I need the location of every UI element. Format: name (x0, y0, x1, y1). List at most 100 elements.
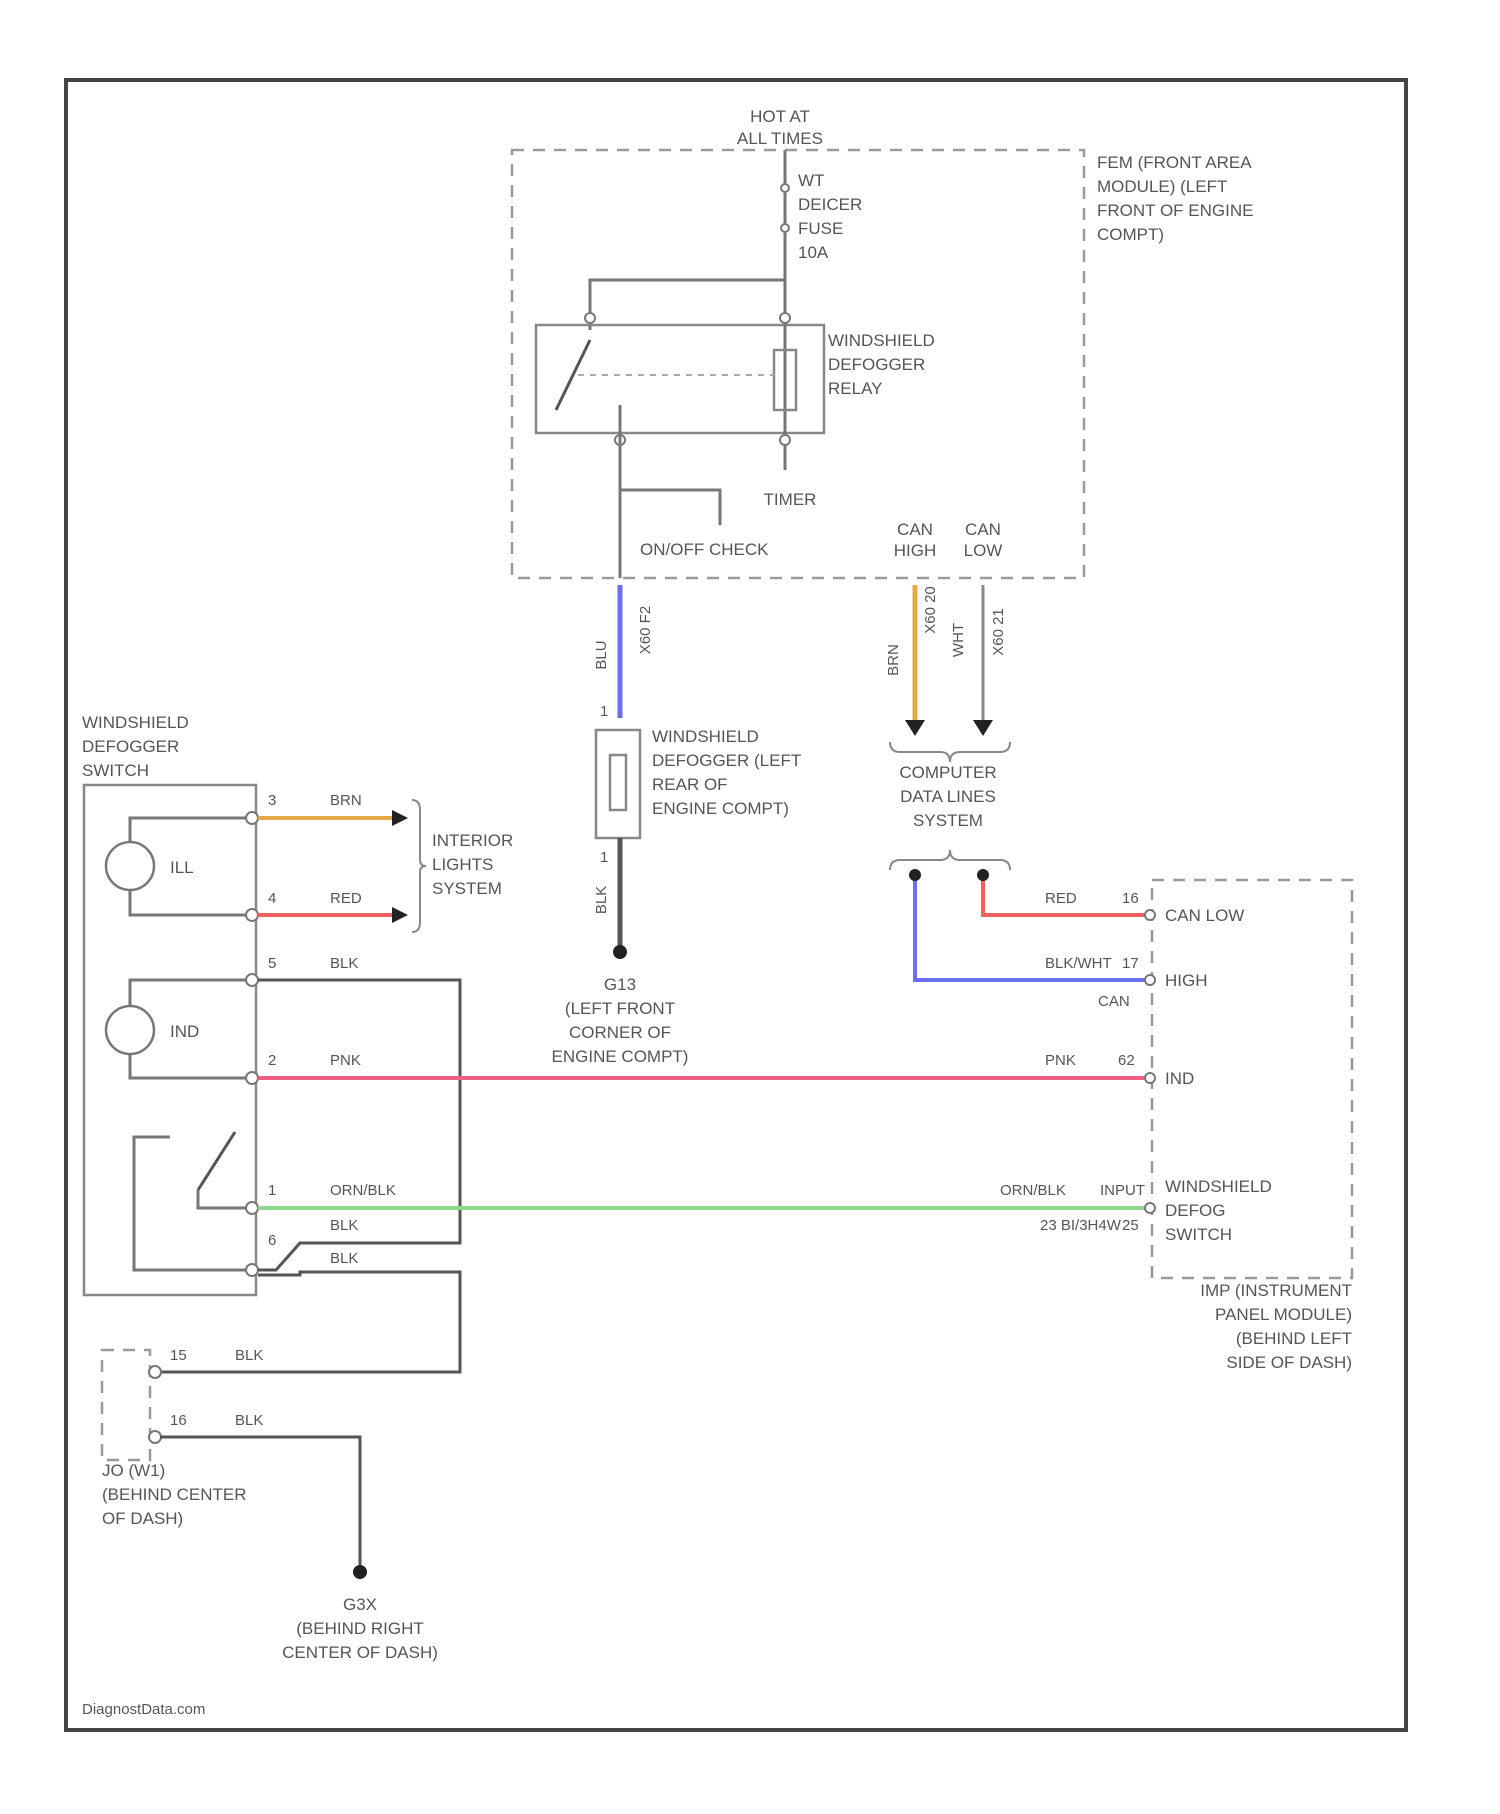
switch-pin-6 (246, 1264, 258, 1276)
svg-text:CENTER OF DASH): CENTER OF DASH) (282, 1643, 438, 1662)
svg-text:ENGINE COMPT): ENGINE COMPT) (652, 799, 789, 818)
switch-arm-wire (198, 1190, 252, 1208)
sw-blk-b-label: BLK (330, 1250, 358, 1267)
ipm-ind-label: IND (1165, 1069, 1194, 1088)
interior-lights-bracket (412, 800, 426, 932)
svg-text:JO (W1): JO (W1) (102, 1461, 165, 1480)
fuse-pin-bottom (781, 224, 789, 232)
sw-brn-label: BRN (330, 792, 362, 809)
switch-pin-5 (246, 974, 258, 986)
blk-ground-loop-wire (258, 980, 460, 1270)
svg-text:HIGH: HIGH (894, 541, 937, 560)
ipm-can-label: CAN (1098, 993, 1130, 1010)
g13-wire-label: BLK (593, 886, 610, 914)
computer-data-lines-label: COMPUTER DATA LINES SYSTEM (899, 763, 996, 830)
svg-text:COMPUTER: COMPUTER (899, 763, 996, 782)
svg-text:PANEL MODULE): PANEL MODULE) (1215, 1305, 1352, 1324)
svg-text:G3X: G3X (343, 1595, 377, 1614)
brn-connector-label: X60 20 (922, 586, 939, 634)
svg-text:LIGHTS: LIGHTS (432, 855, 493, 874)
ipm-connector-label: 23 BI/3H4W (1040, 1217, 1122, 1234)
ipm-blk-label: BLK/WHT (1045, 955, 1112, 972)
ipm-pin-16 (1145, 910, 1155, 920)
ipm-switch-input-label: WINDSHIELD DEFOG SWITCH (1165, 1177, 1272, 1244)
svg-text:FUSE: FUSE (798, 219, 843, 238)
svg-text:OF DASH): OF DASH) (102, 1509, 183, 1528)
switch-arm (198, 1132, 235, 1190)
red-arrow (392, 907, 408, 923)
switch-pin-5-label: 5 (268, 955, 276, 972)
svg-text:DATA LINES: DATA LINES (900, 787, 996, 806)
can-high-wire (915, 872, 1148, 980)
all-times-label: ALL TIMES (737, 129, 823, 148)
svg-text:DEFOG: DEFOG (1165, 1201, 1225, 1220)
computer-data-bracket-top (890, 742, 1010, 762)
relay-switch-arm (556, 340, 590, 410)
svg-text:G13: G13 (604, 975, 636, 994)
brn-arrow (392, 810, 408, 826)
relay-pin-4 (780, 435, 790, 445)
svg-text:WINDSHIELD: WINDSHIELD (82, 713, 189, 732)
switch-pin-1-label: 1 (268, 1182, 276, 1199)
ipm-input-label: INPUT (1100, 1182, 1145, 1199)
fem-module-outline (512, 150, 1084, 578)
heater-pin-bottom: 1 (600, 849, 608, 866)
interior-lights-label: INTERIOR LIGHTS SYSTEM (432, 831, 513, 898)
svg-text:CAN: CAN (897, 520, 933, 539)
heater-pin-top: 1 (600, 703, 608, 720)
svg-text:INTERIOR: INTERIOR (432, 831, 513, 850)
ipm-module-label: IMP (INSTRUMENT PANEL MODULE) (BEHIND LE… (1200, 1281, 1352, 1372)
switch-contact-circuit (134, 1137, 252, 1270)
svg-text:CORNER OF: CORNER OF (569, 1023, 671, 1042)
ind-label: IND (170, 1022, 199, 1041)
junction-pin-15 (149, 1366, 161, 1378)
relay-pin-1 (585, 313, 595, 323)
g13-label: G13 (LEFT FRONT CORNER OF ENGINE COMPT) (552, 975, 689, 1066)
svg-text:DEFOGGER: DEFOGGER (82, 737, 179, 756)
svg-text:(LEFT FRONT: (LEFT FRONT (565, 999, 675, 1018)
g13-ground (613, 945, 627, 959)
svg-text:ENGINE COMPT): ENGINE COMPT) (552, 1047, 689, 1066)
svg-text:RELAY: RELAY (828, 379, 883, 398)
blu-wire-label: BLU (593, 640, 610, 669)
svg-text:CAN: CAN (965, 520, 1001, 539)
sw-red-label: RED (330, 890, 362, 907)
relay-feed-wire (590, 280, 785, 330)
ind-lamp-icon (106, 1006, 154, 1054)
svg-text:DEICER: DEICER (798, 195, 862, 214)
wht-wire-label: WHT (950, 623, 967, 657)
svg-text:(BEHIND RIGHT: (BEHIND RIGHT (296, 1619, 424, 1638)
junction-connector (102, 1350, 150, 1460)
switch-pin-3-label: 3 (268, 792, 276, 809)
svg-text:FRONT OF ENGINE: FRONT OF ENGINE (1097, 201, 1253, 220)
fem-can-low-label: CAN LOW (964, 520, 1003, 560)
junction-pin-15-label: 15 (170, 1347, 187, 1364)
sw-blk-a-label: BLK (330, 1217, 358, 1234)
heater-element-label: WINDSHIELD DEFOGGER (LEFT REAR OF ENGINE… (652, 727, 801, 818)
switch-label: WINDSHIELD DEFOGGER SWITCH (82, 713, 189, 780)
svg-text:SYSTEM: SYSTEM (432, 879, 502, 898)
dash-ground-label: G3X (BEHIND RIGHT CENTER OF DASH) (282, 1595, 438, 1662)
ipm-blk-pin-label: 17 (1122, 955, 1139, 972)
sw-blk5-label: BLK (330, 955, 358, 972)
junction-pin-16 (149, 1431, 161, 1443)
svg-text:WINDSHIELD: WINDSHIELD (1165, 1177, 1272, 1196)
can-low-endpoint (977, 869, 989, 881)
svg-text:FEM (FRONT AREA: FEM (FRONT AREA (1097, 153, 1252, 172)
switch-pin-1 (246, 1202, 258, 1214)
timer-label: TIMER (764, 490, 817, 509)
svg-text:SYSTEM: SYSTEM (913, 811, 983, 830)
ipm-orn-pin-label: 25 (1122, 1217, 1139, 1234)
switch-pin-3 (246, 812, 258, 824)
switch-pin-6-label: 6 (268, 1232, 276, 1249)
blu-connector-label: X60 F2 (637, 606, 654, 654)
windshield-defogger-relay (536, 325, 824, 433)
switch-pin-4-label: 4 (268, 890, 276, 907)
wht-connector-label: X60 21 (990, 608, 1007, 656)
junction-blk16-label: BLK (235, 1412, 263, 1429)
ipm-orn-label: ORN/BLK (1000, 1182, 1066, 1199)
hot-at-label: HOT AT (750, 107, 810, 126)
fuse-pin-top (781, 184, 789, 192)
ipm-can-low-label: CAN LOW (1165, 906, 1244, 925)
